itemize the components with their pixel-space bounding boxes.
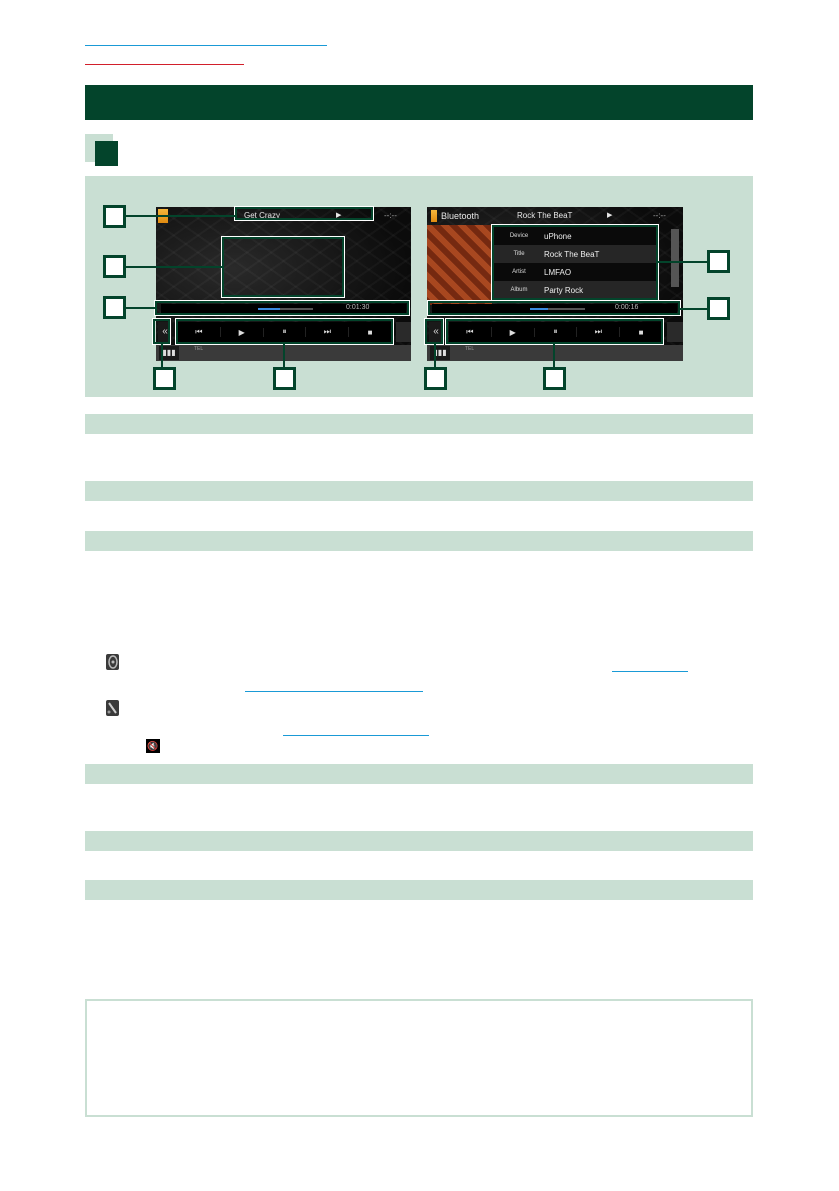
left-screen: Get Crazy ▶ --:-- 0:01:30 « ⏮ ▶ ⏸ ⏭ ■ ▮▮…	[156, 207, 411, 361]
callout-4	[153, 367, 176, 390]
callout-9	[543, 367, 566, 390]
highlight-collapse	[424, 318, 444, 345]
link-underline-2[interactable]	[245, 691, 423, 692]
clock: --:--	[653, 211, 666, 220]
highlight-progress	[154, 300, 410, 316]
mute-icon: 🔇	[146, 739, 160, 753]
scroll-handle[interactable]	[396, 322, 411, 342]
play-indicator: ▶	[607, 212, 613, 219]
description-header-4	[85, 764, 753, 784]
description-header-6	[85, 880, 753, 900]
highlight-collapse	[152, 318, 171, 345]
pause-button[interactable]: ⏸	[264, 327, 307, 337]
equalizer-icon[interactable]: ▮▮▮	[159, 346, 179, 360]
description-header-3	[85, 531, 753, 551]
callout-6	[707, 250, 730, 273]
stop-button[interactable]: ■	[367, 327, 373, 337]
play-button[interactable]: ▶	[492, 327, 535, 337]
playback-controls: ⏮ ▶ ⏸ ⏭ ■	[449, 322, 662, 342]
highlight-info-list	[491, 224, 659, 301]
scroll-handle[interactable]	[667, 322, 683, 342]
highlight-progress	[427, 300, 681, 316]
callout-1	[103, 205, 126, 228]
pause-button[interactable]: ⏸	[535, 327, 578, 337]
progress-bar[interactable]: 0:01:30	[161, 304, 406, 314]
highlight-controls	[175, 318, 394, 345]
subsection-marker	[95, 141, 118, 166]
previous-track-button[interactable]: ⏮	[449, 327, 492, 337]
link-underline-1[interactable]	[612, 671, 688, 672]
elapsed-time: 0:01:30	[346, 304, 370, 311]
note-box	[85, 999, 753, 1117]
stop-button[interactable]: ■	[638, 327, 644, 337]
progress-bar[interactable]: 0:00:16	[432, 304, 677, 314]
collapse-button[interactable]: «	[429, 322, 443, 342]
callout-3	[103, 296, 126, 319]
ear-icon	[106, 654, 119, 670]
album-art	[427, 225, 492, 305]
section-title-bar	[85, 85, 753, 120]
scrollbar[interactable]	[671, 229, 679, 287]
elapsed-time: 0:00:16	[615, 304, 639, 311]
description-header-2	[85, 481, 753, 501]
description-header-5	[85, 831, 753, 851]
play-button[interactable]: ▶	[221, 327, 264, 337]
source-label: Bluetooth	[441, 211, 480, 221]
callout-7	[707, 297, 730, 320]
tel-label[interactable]: TEL	[465, 346, 475, 352]
bluetooth-source-icon	[431, 210, 437, 222]
clock: --:--	[384, 211, 397, 220]
bottom-bar	[427, 345, 683, 361]
link-underline-red[interactable]	[85, 64, 244, 65]
callout-2	[103, 255, 126, 278]
link-underline-3[interactable]	[283, 735, 429, 736]
highlight-controls	[445, 318, 664, 345]
highlight-artwork	[221, 236, 345, 298]
highlight-title	[234, 206, 374, 221]
previous-track-button[interactable]: ⏮	[178, 327, 221, 337]
description-header-1	[85, 414, 753, 434]
link-underline-blue[interactable]	[85, 45, 327, 46]
equalizer-icon[interactable]: ▮▮▮	[430, 346, 450, 360]
tel-label[interactable]: TEL	[194, 346, 204, 352]
track-title: Get Crazy	[244, 211, 281, 220]
next-track-button[interactable]: ⏭	[577, 327, 621, 337]
wrench-icon	[106, 700, 119, 716]
next-track-button[interactable]: ⏭	[306, 327, 350, 337]
track-title: Rock The BeaT	[517, 211, 573, 220]
callout-8	[424, 367, 447, 390]
callout-5	[273, 367, 296, 390]
play-indicator: ▶	[336, 212, 342, 219]
playback-controls: ⏮ ▶ ⏸ ⏭ ■	[178, 322, 391, 342]
